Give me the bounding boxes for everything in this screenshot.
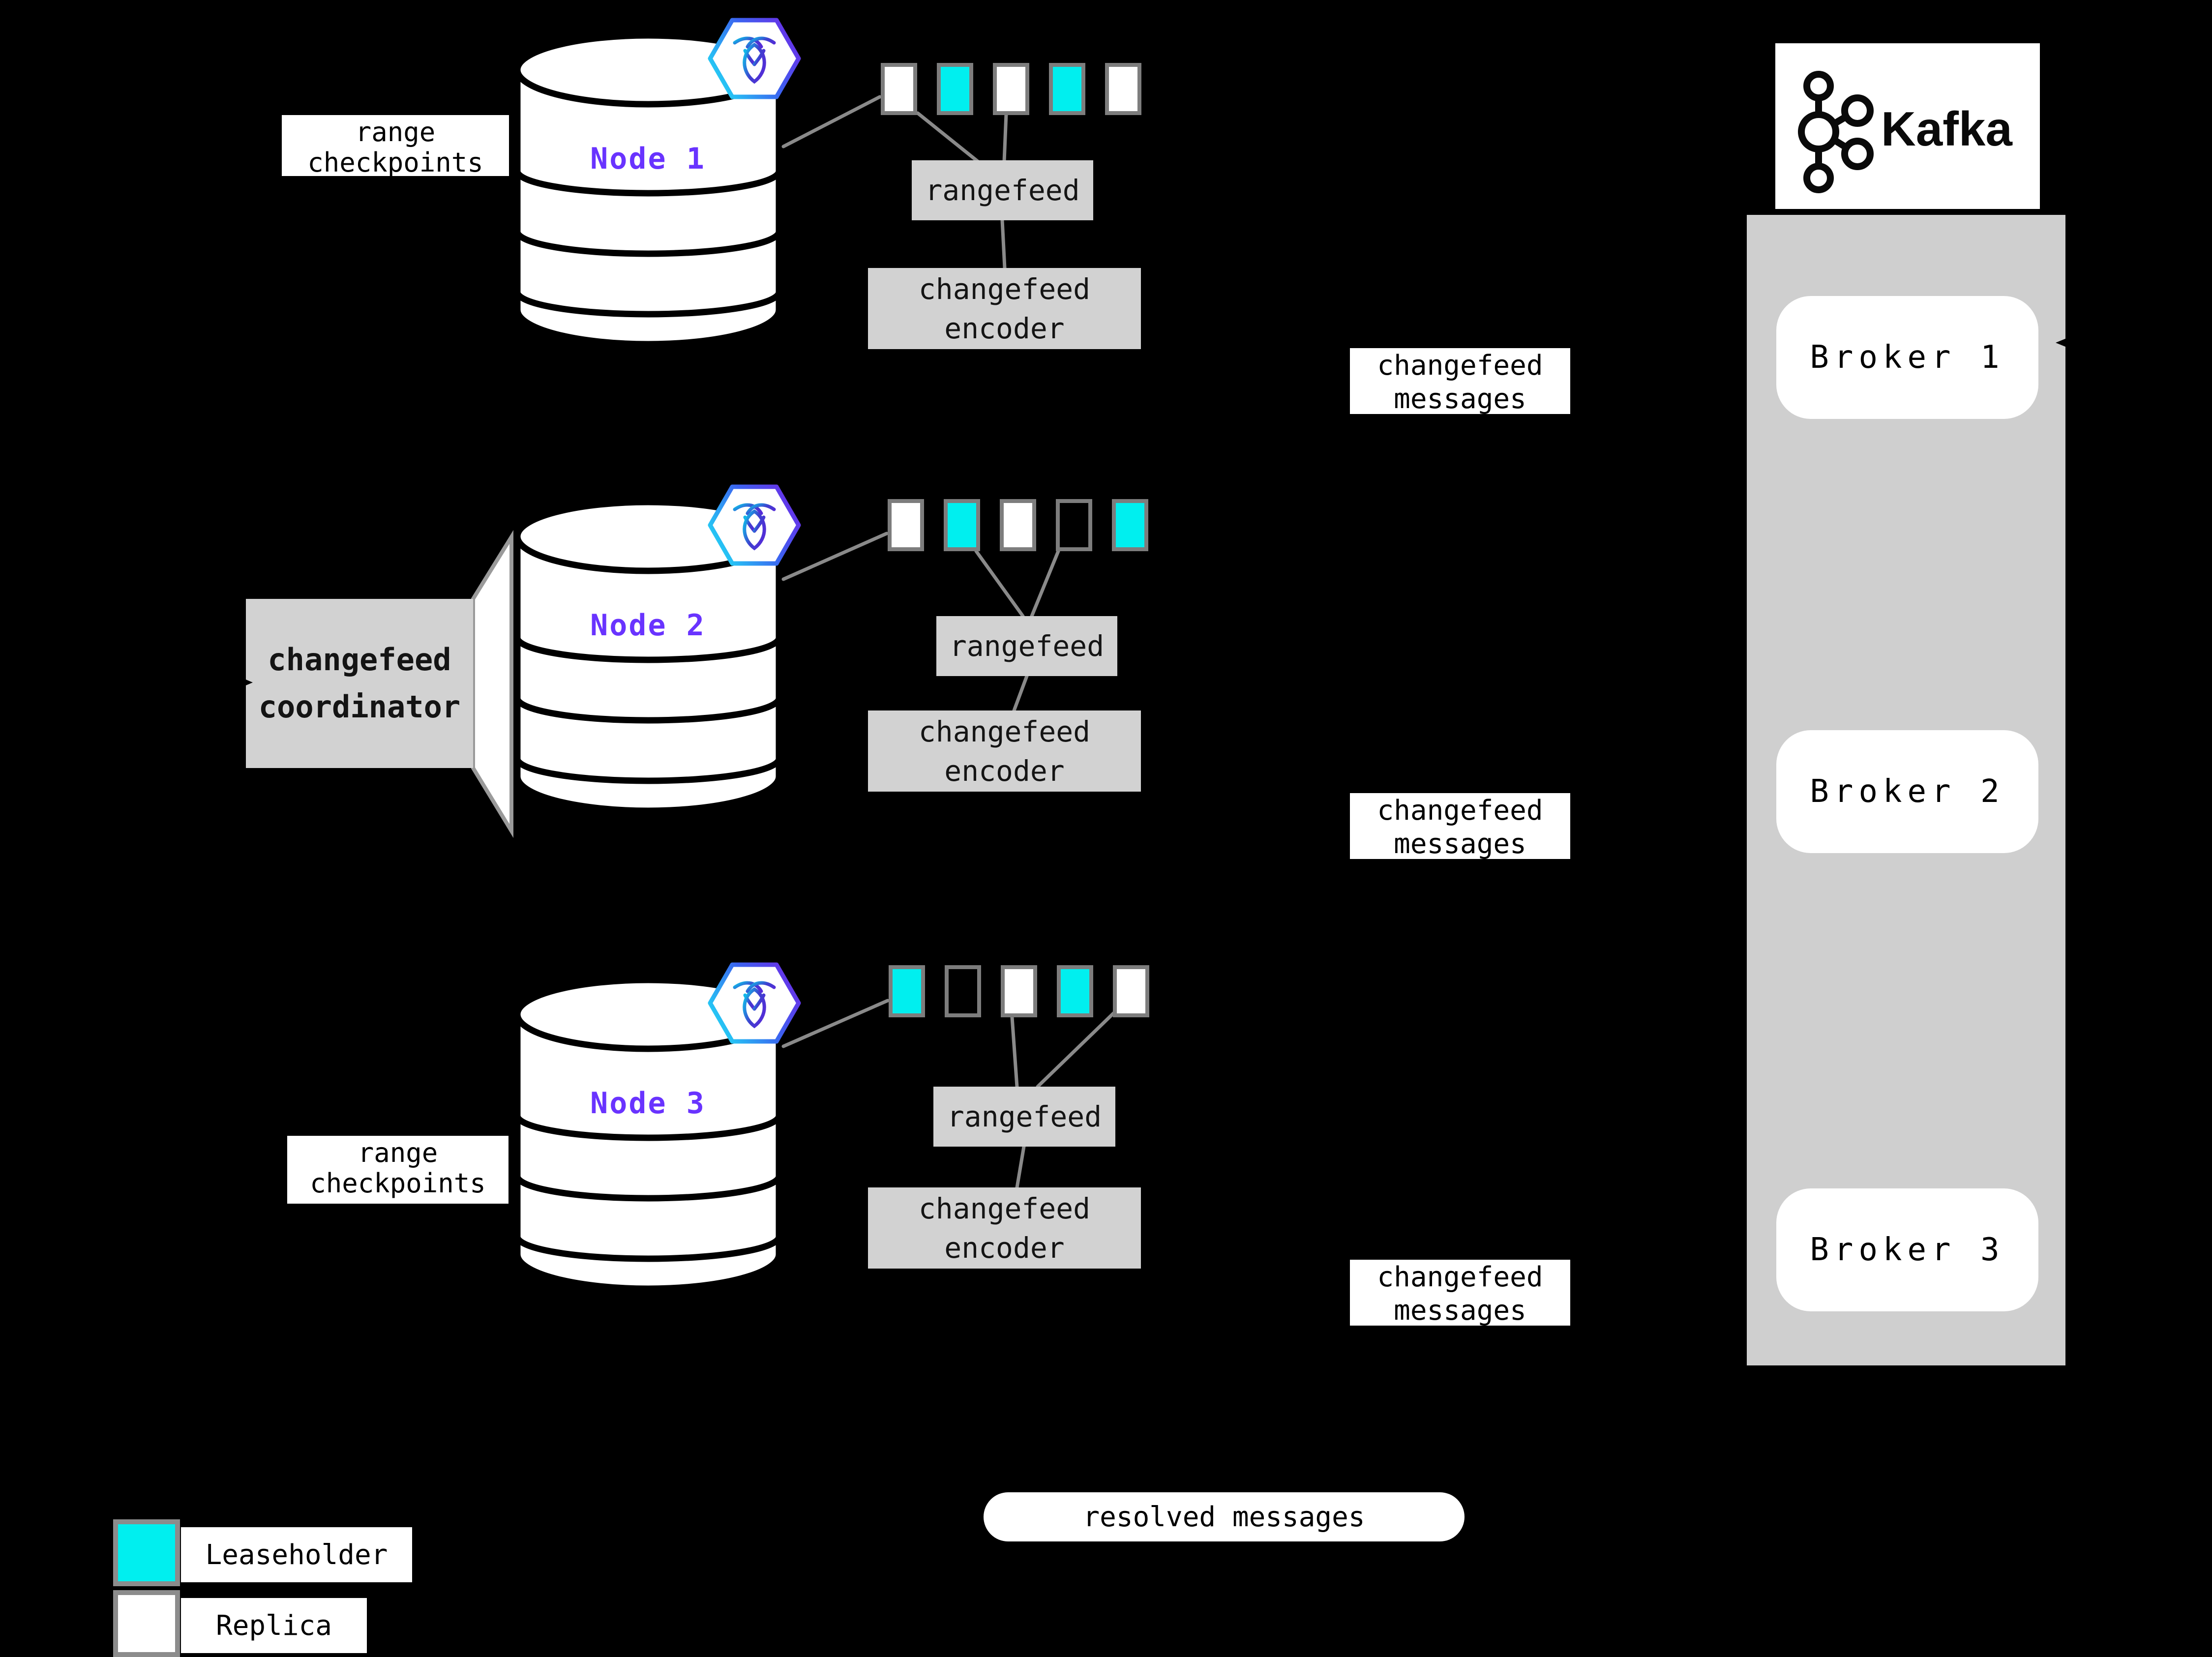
rangefeed-box: rangefeed xyxy=(933,1087,1115,1147)
range-square xyxy=(945,965,981,1017)
node2-label: Node 2 xyxy=(590,608,706,643)
node2-range-row xyxy=(888,499,1148,551)
messages-line1: changefeed xyxy=(1377,350,1543,382)
node1-range-row xyxy=(881,63,1141,115)
range-square xyxy=(1056,499,1092,551)
cockroachdb-badge-icon xyxy=(710,965,799,1041)
coordinator-flap xyxy=(471,530,513,838)
encoder-line2: encoder xyxy=(944,1231,1065,1265)
range-square xyxy=(1057,965,1093,1017)
kafka-wordmark: Kafka xyxy=(1881,102,2012,156)
coordinator-line1: changefeed xyxy=(268,642,451,678)
range-square xyxy=(1000,499,1036,551)
range-square xyxy=(888,499,924,551)
range-checkpoints-line2: checkpoints xyxy=(307,147,483,177)
legend-replica-label: Replica xyxy=(181,1598,367,1653)
node3-range-row xyxy=(889,965,1149,1017)
broker-2: Broker 2 xyxy=(1776,730,2038,853)
node1-cylinder xyxy=(517,35,779,344)
coordinator-line2: coordinator xyxy=(258,689,461,725)
range-checkpoints-line1: range xyxy=(358,1137,438,1168)
changefeed-messages-label: changefeed messages xyxy=(1350,1260,1570,1326)
legend-leaseholder-swatch xyxy=(113,1519,180,1586)
range-square xyxy=(1049,63,1085,115)
legend-replica-swatch xyxy=(113,1590,180,1657)
range-square xyxy=(1105,63,1141,115)
encoder-line2: encoder xyxy=(944,311,1065,345)
changefeed-messages-label: changefeed messages xyxy=(1350,348,1570,414)
range-square xyxy=(944,499,980,551)
encoder-line1: changefeed xyxy=(918,1191,1091,1225)
changefeed-coordinator-box: changefeed coordinator xyxy=(246,599,473,768)
range-square xyxy=(881,63,917,115)
messages-line2: messages xyxy=(1394,1295,1526,1326)
node3-cylinder xyxy=(517,980,779,1289)
range-checkpoints-line2: checkpoints xyxy=(310,1168,486,1199)
encoder-line1: changefeed xyxy=(918,272,1091,306)
changefeed-encoder-box: changefeed encoder xyxy=(868,710,1141,792)
range-square xyxy=(1113,965,1149,1017)
messages-line1: changefeed xyxy=(1377,1261,1543,1293)
cockroachdb-badge-icon xyxy=(710,487,799,563)
node2-cylinder xyxy=(517,502,779,811)
range-square xyxy=(993,63,1029,115)
rangefeed-box: rangefeed xyxy=(912,160,1093,220)
range-square xyxy=(1001,965,1037,1017)
rangefeed-box: rangefeed xyxy=(936,616,1117,676)
cockroachdb-badge-icon xyxy=(710,20,799,97)
changefeed-messages-label: changefeed messages xyxy=(1350,793,1570,859)
kafka-logo-icon xyxy=(1798,71,1874,193)
messages-line2: messages xyxy=(1394,383,1526,414)
node3-label: Node 3 xyxy=(590,1086,706,1121)
messages-line2: messages xyxy=(1394,828,1526,859)
kafka-cluster-container: Broker 1 Broker 2 Broker 3 xyxy=(1747,215,2065,1365)
messages-line1: changefeed xyxy=(1377,795,1543,827)
encoder-line1: changefeed xyxy=(918,714,1091,748)
node1-label: Node 1 xyxy=(590,142,706,176)
range-checkpoints-line1: range xyxy=(355,117,436,148)
range-square xyxy=(1112,499,1148,551)
broker-1: Broker 1 xyxy=(1776,296,2038,419)
kafka-logo-box: Kafka xyxy=(1775,43,2040,209)
legend-leaseholder-label: Leaseholder xyxy=(181,1527,412,1582)
range-checkpoints-label: range checkpoints xyxy=(287,1136,508,1204)
changefeed-encoder-box: changefeed encoder xyxy=(868,268,1141,349)
encoder-line2: encoder xyxy=(944,754,1065,788)
resolved-messages-pill: resolved messages xyxy=(984,1492,1465,1541)
range-square xyxy=(937,63,973,115)
range-square xyxy=(889,965,925,1017)
range-checkpoints-label: range checkpoints xyxy=(282,115,509,176)
changefeed-encoder-box: changefeed encoder xyxy=(868,1187,1141,1269)
broker-3: Broker 3 xyxy=(1776,1188,2038,1311)
